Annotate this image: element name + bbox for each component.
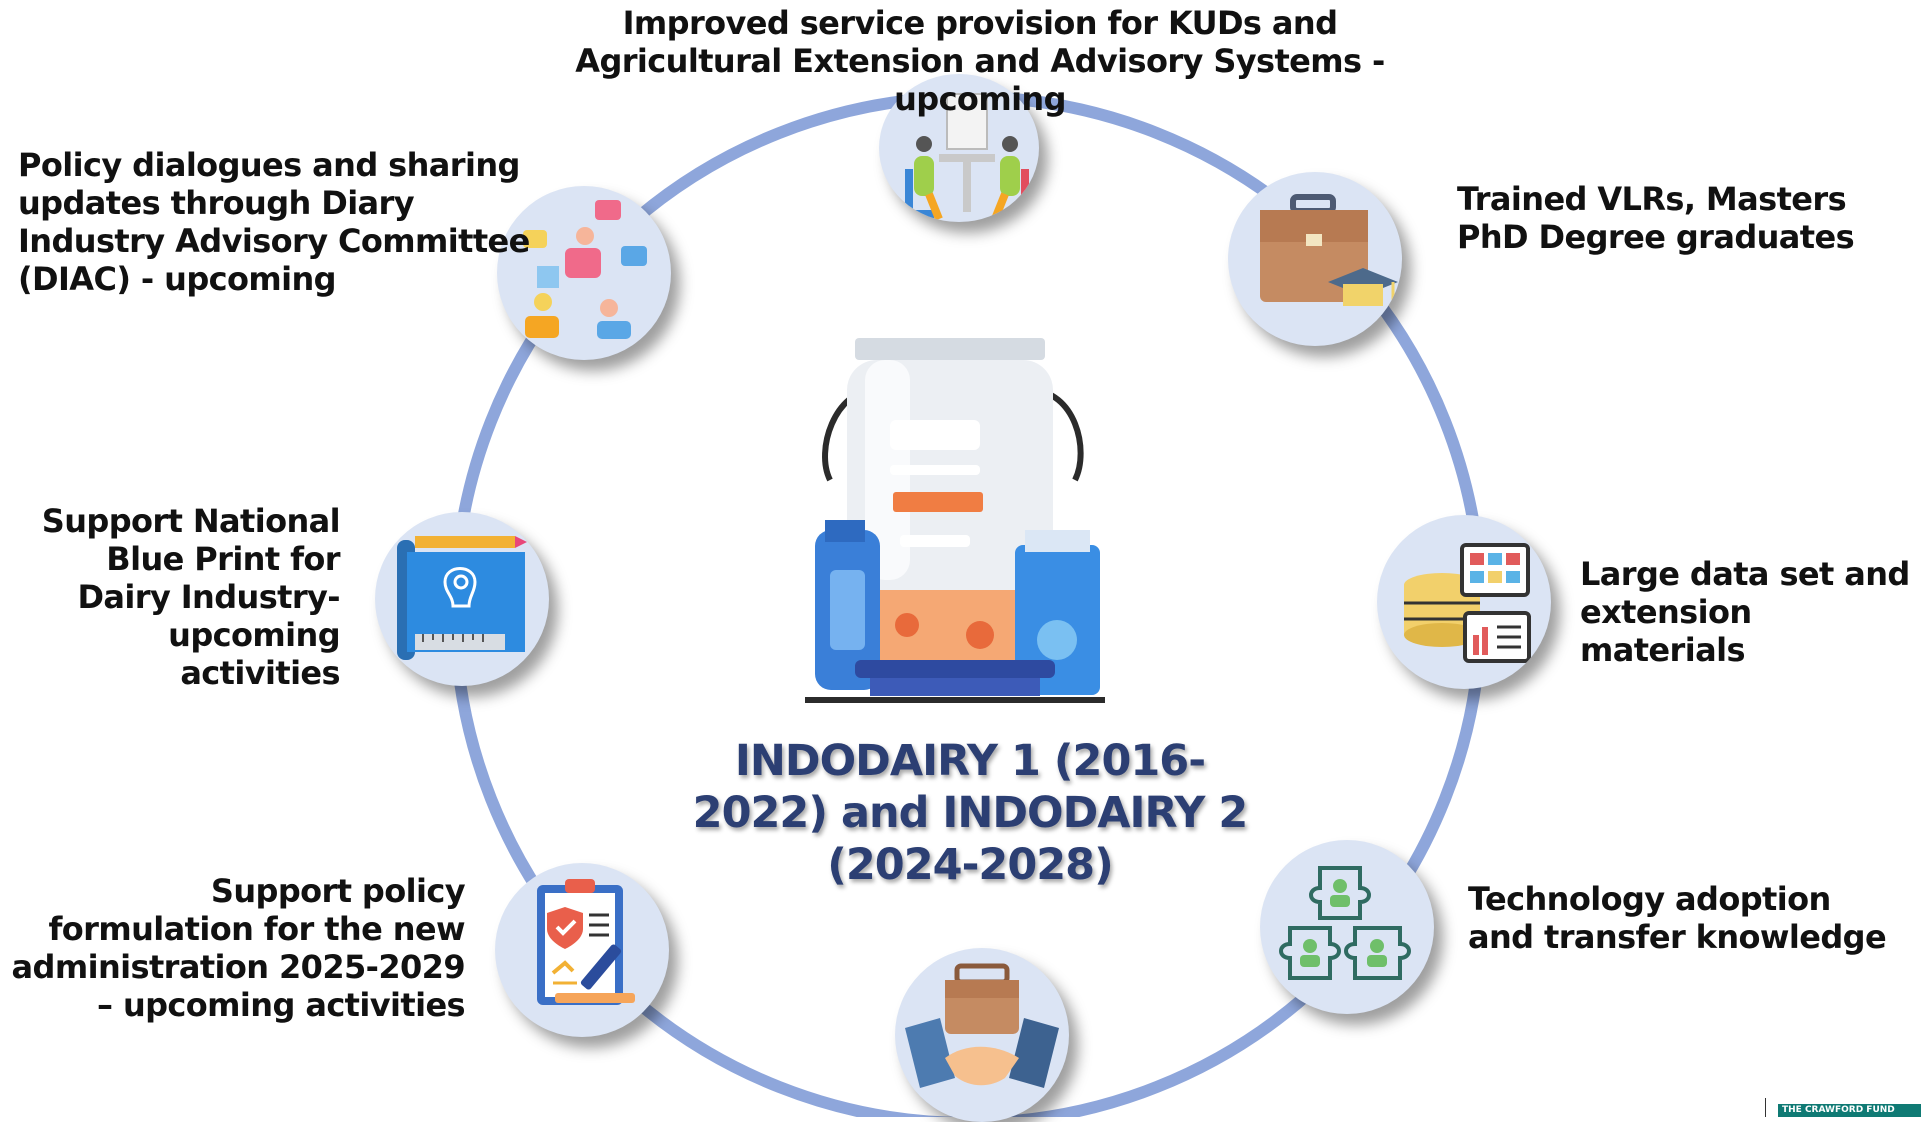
policy-document-icon — [537, 879, 635, 1005]
node-training — [1228, 172, 1402, 346]
node-policy-dialogue — [497, 186, 671, 360]
node-partnership — [895, 948, 1069, 1122]
label-data-materials: Large data set and extension materials — [1580, 555, 1910, 669]
node-blueprint — [375, 512, 549, 686]
label-trained-graduates: Trained VLRs, Masters PhD Degree graduat… — [1457, 180, 1855, 256]
crawford-fund-logo: THE CRAWFORD FUND — [1778, 1104, 1921, 1117]
meeting-icon — [905, 93, 1029, 221]
label-technology-adoption: Technology adoption and transfer knowled… — [1468, 880, 1887, 956]
node-technology — [1260, 840, 1434, 1014]
label-policy-formulation: Support policy formulation for the new a… — [11, 872, 466, 1024]
logo-divider — [1765, 1098, 1766, 1117]
node-policy-formulation — [495, 863, 669, 1037]
label-blueprint: Support National Blue Print for Dairy In… — [41, 502, 341, 692]
label-policy-dialogue: Policy dialogues and sharing updates thr… — [18, 146, 530, 298]
handshake-icon — [905, 963, 1059, 1088]
node-meeting — [879, 74, 1039, 222]
label-service-provision: Improved service provision for KUDs and … — [575, 4, 1385, 118]
milk-products-icon — [805, 338, 1105, 703]
blueprint-icon — [397, 536, 527, 660]
node-data — [1377, 515, 1551, 689]
discussion-icon — [523, 200, 647, 339]
database-icon — [1404, 543, 1531, 663]
center-title: INDODAIRY 1 (2016-2022) and INDODAIRY 2 … — [692, 736, 1249, 890]
briefcase-graduation-cap-icon — [1260, 194, 1398, 312]
puzzle-people-icon — [1279, 866, 1411, 980]
